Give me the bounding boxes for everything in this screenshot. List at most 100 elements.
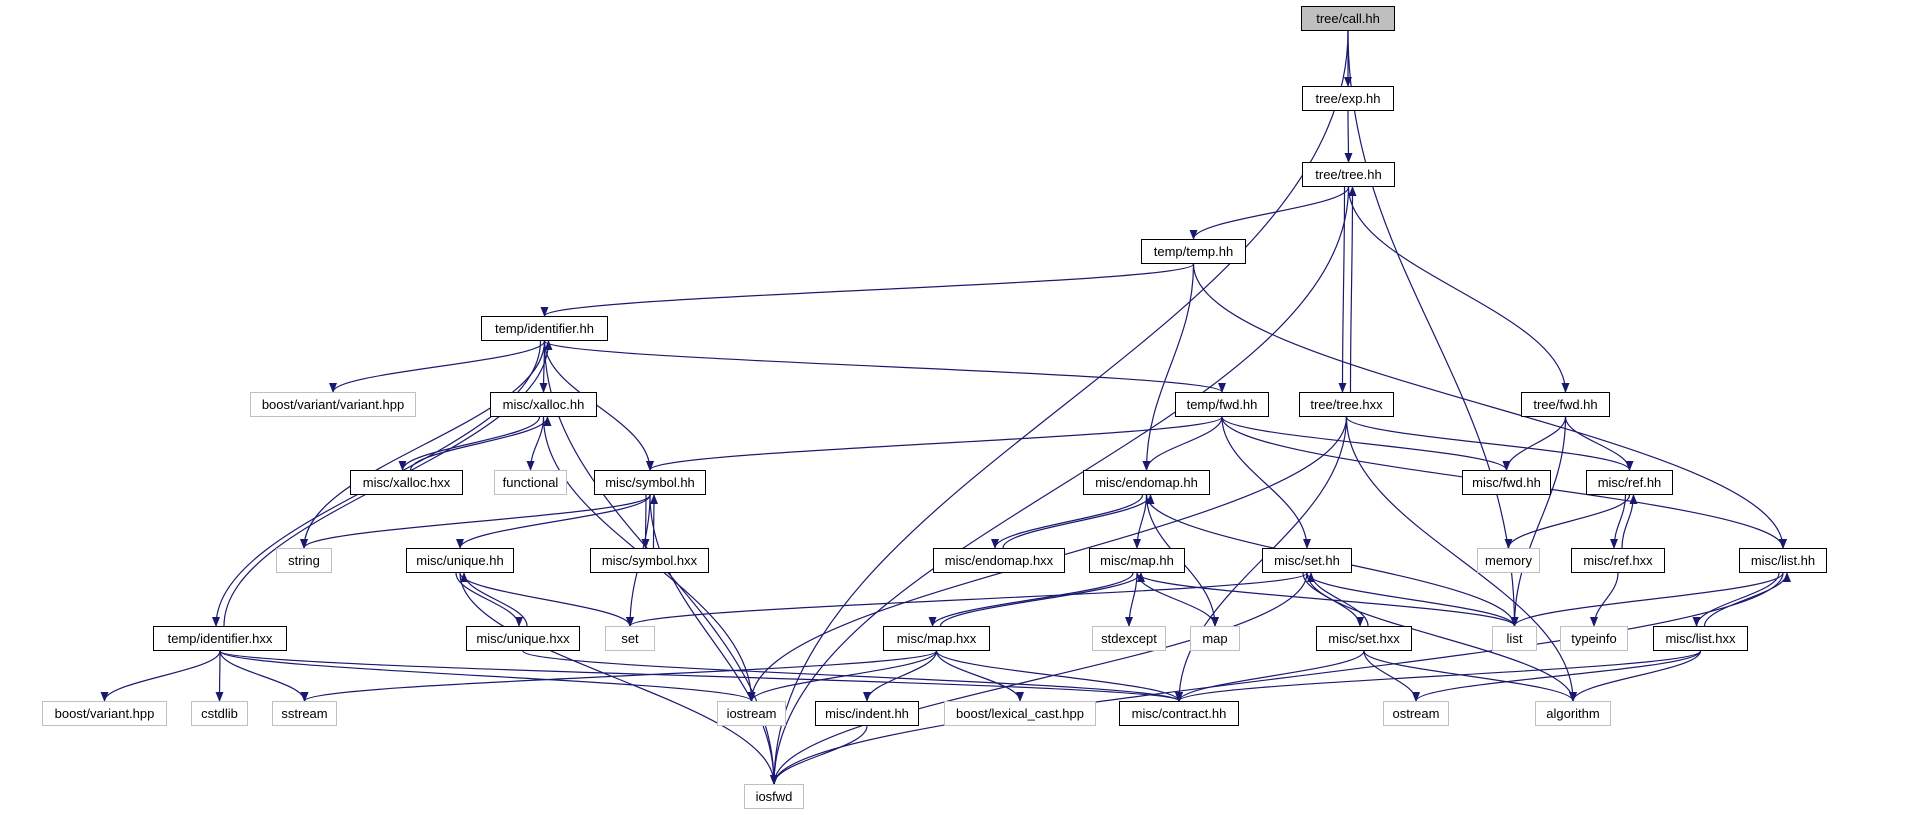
edge-tree_call_hh-to-iosfwd xyxy=(770,30,1349,785)
edge-temp_identifier_hh-to-misc_symbol_hh xyxy=(543,340,654,471)
edge-misc_ref_hxx-to-typeinfo xyxy=(1590,572,1619,627)
edge-tree_fwd_hh-to-list xyxy=(1510,416,1567,627)
edge-temp_fwd_hh-to-misc_set_hh xyxy=(1221,416,1311,549)
node-typeinfo: typeinfo xyxy=(1560,626,1628,651)
edge-misc_set_hxx-to-algorithm xyxy=(1363,650,1577,702)
edge-misc_list_hh-to-list xyxy=(1510,572,1784,627)
edge-tree_tree_hh-to-iosfwd xyxy=(770,186,1350,785)
edge-temp_temp_hh-to-misc_endomap_hh xyxy=(1142,263,1195,471)
node-misc-map-hxx[interactable]: misc/map.hxx xyxy=(883,626,990,651)
edge-misc_unique_hh-to-iosfwd xyxy=(459,572,778,785)
edge-tree_fwd_hh-to-misc_ref_hh xyxy=(1564,416,1634,471)
node-ostream: ostream xyxy=(1383,701,1449,726)
node-misc-fwd-hh[interactable]: misc/fwd.hh xyxy=(1462,470,1551,495)
edge-misc_set_hh-to-set xyxy=(626,572,1308,627)
node-temp-identifier-hh[interactable]: temp/identifier.hh xyxy=(481,316,608,341)
edge-misc_map_hh-to-misc_map_hxx xyxy=(928,572,1134,627)
node-tree-tree-hxx[interactable]: tree/tree.hxx xyxy=(1299,392,1394,417)
edge-temp_identifier_hxx-to-iostream xyxy=(219,650,756,702)
edge-misc_unique_hxx-to-misc_unique_hh xyxy=(460,572,528,627)
edge-misc_set_hxx-to-ostream xyxy=(1363,650,1420,702)
edge-misc_symbol_hh-to-misc_unique_hh xyxy=(456,494,651,549)
node-temp-temp-hh[interactable]: temp/temp.hh xyxy=(1141,239,1246,264)
edge-tree_tree_hxx-to-misc_ref_hh xyxy=(1345,416,1634,471)
edge-misc_list_hxx-to-ostream xyxy=(1412,650,1702,702)
edge-temp_identifier_hxx-to-misc_contract_hh xyxy=(219,650,1183,702)
edge-misc_xalloc_hxx-to-misc_xalloc_hh xyxy=(409,416,552,471)
edge-misc_map_hxx-to-sstream xyxy=(300,650,938,702)
node-misc-symbol-hxx[interactable]: misc/symbol.hxx xyxy=(590,548,709,573)
edge-misc_map_hh-to-map xyxy=(1136,572,1219,627)
node-misc-unique-hxx[interactable]: misc/unique.hxx xyxy=(466,626,580,651)
node-misc-indent-hh[interactable]: misc/indent.hh xyxy=(815,701,919,726)
node-list: list xyxy=(1492,626,1537,651)
edge-misc_set_hh-to-iosfwd xyxy=(770,572,1308,785)
edge-misc_xalloc_hh-to-misc_xalloc_hxx xyxy=(398,416,541,471)
node-tree-tree-hh[interactable]: tree/tree.hh xyxy=(1302,162,1395,187)
edge-misc_list_hxx-to-algorithm xyxy=(1569,650,1702,702)
node-misc-xalloc-hh[interactable]: misc/xalloc.hh xyxy=(490,392,597,417)
edge-temp_identifier_hxx-to-cstdlib xyxy=(215,650,224,702)
edge-misc_ref_hxx-to-misc_ref_hh xyxy=(1621,494,1638,549)
node-string: string xyxy=(276,548,332,573)
edge-temp_fwd_hh-to-misc_symbol_hh xyxy=(646,416,1223,471)
node-misc-contract-hh[interactable]: misc/contract.hh xyxy=(1119,701,1239,726)
edge-misc_unique_hxx-to-misc_contract_hh xyxy=(522,650,1183,702)
edge-misc_symbol_hh-to-string xyxy=(300,494,651,549)
edge-temp_identifier_hxx-to-boost_variant_hpp xyxy=(100,650,221,702)
edge-temp_identifier_hh-to-string xyxy=(300,340,546,549)
node-iostream: iostream xyxy=(717,701,786,726)
node-tree-call-hh: tree/call.hh xyxy=(1301,6,1395,31)
edge-tree_tree_hh-to-temp_temp_hh xyxy=(1189,186,1350,240)
edge-misc_map_hxx-to-misc_map_hh xyxy=(939,572,1145,627)
edge-misc_map_hh-to-list xyxy=(1136,572,1519,627)
edge-misc_endomap_hh-to-misc_map_hh xyxy=(1133,494,1148,549)
edge-misc_list_hxx-to-misc_contract_hh xyxy=(1175,650,1702,702)
node-misc-ref-hxx[interactable]: misc/ref.hxx xyxy=(1571,548,1665,573)
node-misc-set-hh[interactable]: misc/set.hh xyxy=(1262,548,1352,573)
node-boost-variant-hpp: boost/variant.hpp xyxy=(42,701,167,726)
node-temp-identifier-hxx[interactable]: temp/identifier.hxx xyxy=(153,626,287,651)
edge-misc_set_hh-to-list xyxy=(1306,572,1519,627)
edge-tree_call_hh-to-list xyxy=(1347,30,1519,627)
node-misc-list-hxx[interactable]: misc/list.hxx xyxy=(1653,626,1748,651)
node-functional: functional xyxy=(494,470,567,495)
node-misc-ref-hh[interactable]: misc/ref.hh xyxy=(1586,470,1673,495)
edge-misc_ref_hh-to-memory xyxy=(1504,494,1631,549)
edge-tree_fwd_hh-to-misc_fwd_hh xyxy=(1502,416,1567,471)
node-misc-xalloc-hxx[interactable]: misc/xalloc.hxx xyxy=(350,470,463,495)
node-misc-unique-hh[interactable]: misc/unique.hh xyxy=(406,548,514,573)
node-temp-fwd-hh[interactable]: temp/fwd.hh xyxy=(1175,392,1269,417)
edge-misc_symbol_hh-to-iosfwd xyxy=(649,494,778,785)
node-misc-endomap-hh[interactable]: misc/endomap.hh xyxy=(1083,470,1210,495)
node-misc-map-hh[interactable]: misc/map.hh xyxy=(1089,548,1185,573)
edge-temp_temp_hh-to-misc_list_hh xyxy=(1192,263,1787,549)
edge-tree_tree_hh-to-tree_tree_hxx xyxy=(1338,186,1347,393)
node-misc-list-hh[interactable]: misc/list.hh xyxy=(1739,548,1827,573)
edge-tree_exp_hh-to-tree_tree_hh xyxy=(1344,110,1353,163)
node-misc-symbol-hh[interactable]: misc/symbol.hh xyxy=(594,470,706,495)
node-map: map xyxy=(1190,626,1240,651)
edge-misc_symbol_hh-to-misc_symbol_hxx xyxy=(641,494,650,549)
edge-misc_map_hxx-to-misc_indent_hh xyxy=(863,650,938,702)
node-misc-endomap-hxx[interactable]: misc/endomap.hxx xyxy=(933,548,1065,573)
node-algorithm: algorithm xyxy=(1535,701,1611,726)
edge-tree_tree_hxx-to-algorithm xyxy=(1345,416,1577,702)
node-misc-set-hxx[interactable]: misc/set.hxx xyxy=(1316,626,1412,651)
node-cstdlib: cstdlib xyxy=(191,701,248,726)
node-sstream: sstream xyxy=(272,701,337,726)
edge-temp_temp_hh-to-temp_identifier_hh xyxy=(540,263,1195,317)
edge-temp_identifier_hxx-to-sstream xyxy=(219,650,309,702)
edge-misc_map_hxx-to-boost_lexical_cast_hpp xyxy=(935,650,1024,702)
edge-tree_tree_hxx-to-tree_tree_hh xyxy=(1348,186,1357,393)
node-tree-exp-hh[interactable]: tree/exp.hh xyxy=(1302,86,1394,111)
edge-misc_unique_hh-to-misc_unique_hxx xyxy=(455,572,523,627)
edge-misc_symbol_hxx-to-misc_symbol_hh xyxy=(649,494,658,549)
edge-misc_set_hxx-to-misc_set_hh xyxy=(1307,572,1369,627)
edge-misc_unique_hh-to-set xyxy=(459,572,634,627)
node-tree-fwd-hh[interactable]: tree/fwd.hh xyxy=(1521,392,1610,417)
edge-tree_tree_hh-to-tree_fwd_hh xyxy=(1347,186,1570,393)
node-iosfwd: iosfwd xyxy=(744,784,804,809)
edge-temp_identifier_hh-to-boost_variant_variant_hpp xyxy=(329,340,546,393)
